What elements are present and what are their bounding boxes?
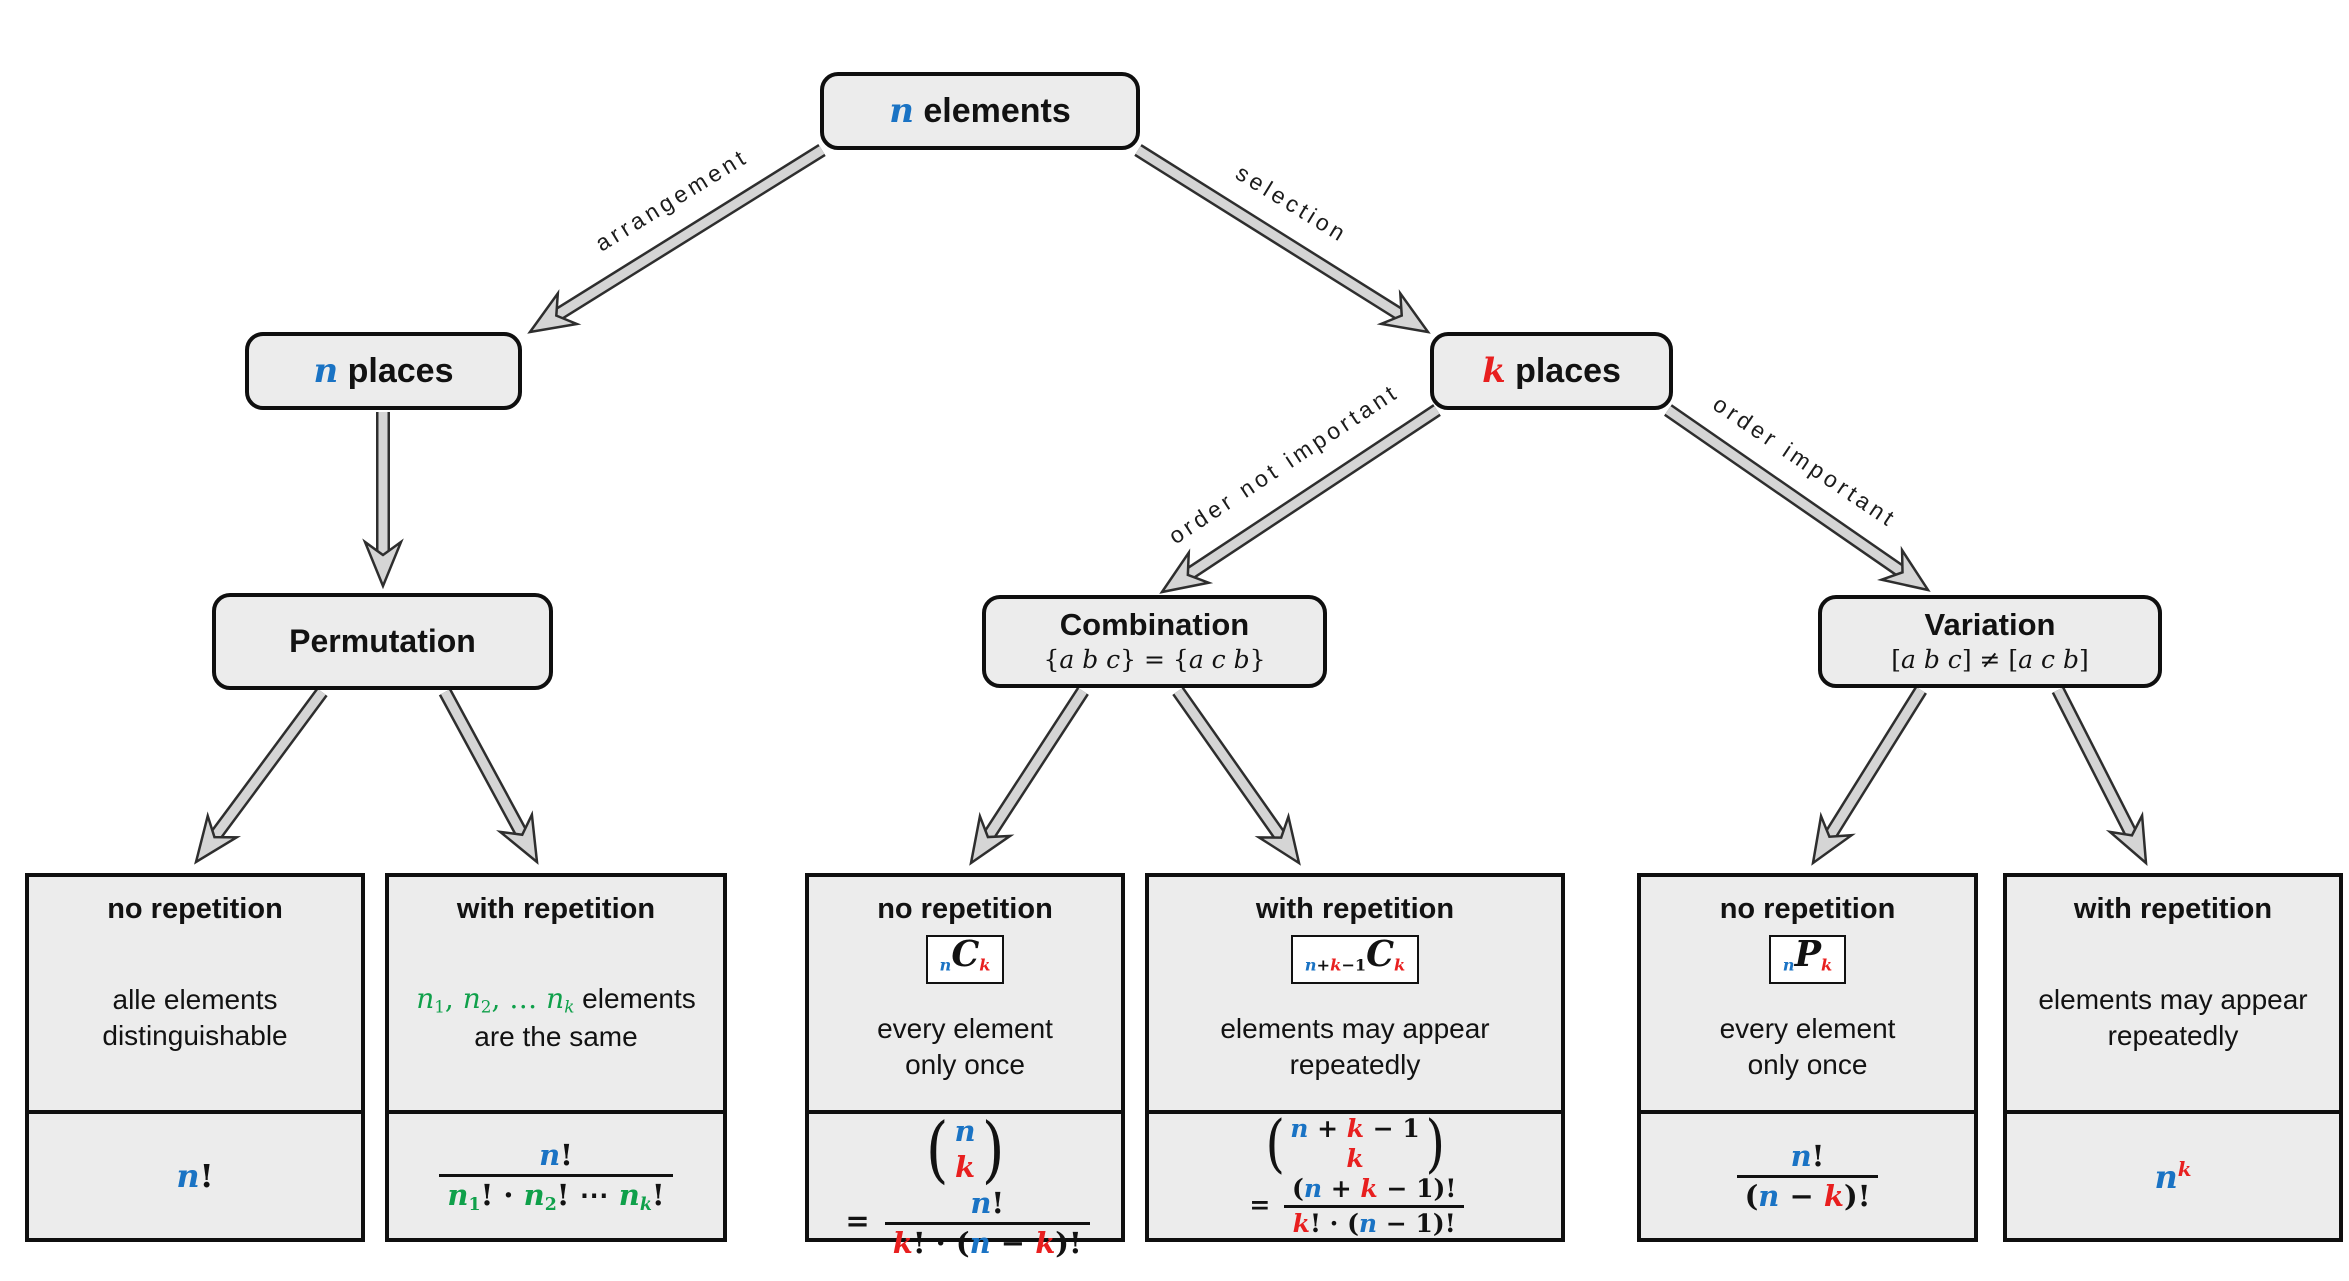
leaf-notation: nCk: [925, 935, 1005, 984]
leaf-formula: n!: [29, 1110, 361, 1238]
node-n-elements-label: n elements: [889, 91, 1071, 131]
node-combination-subtitle: {a b c} = {a c b}: [1043, 644, 1266, 674]
notation-nCk: nCk: [925, 935, 1005, 984]
leaf-formula: n!n1! · n2! ⋯ nk!: [389, 1110, 723, 1238]
leaf-notation: n+k−1Ck: [1290, 935, 1420, 984]
notation-nPk: nPk: [1768, 935, 1847, 984]
leaf-title: with repetition: [1255, 893, 1455, 925]
leaf-title: no repetition: [107, 893, 283, 925]
node-variation-title: Variation: [1924, 607, 2056, 643]
leaf-title: with repetition: [456, 893, 656, 925]
leaf-title: with repetition: [2073, 893, 2273, 925]
node-n-elements: n elements: [820, 72, 1140, 150]
node-variation: Variation [a b c] ≠ [a c b]: [1818, 595, 2162, 688]
notation-n+k-1Ck: n+k−1Ck: [1290, 935, 1420, 984]
leaf-body: with repetition n+k−1Ck elements may app…: [1149, 877, 1561, 1110]
leaf-notation: nPk: [1768, 935, 1847, 984]
leaf-formula: nk: [2007, 1110, 2339, 1238]
node-variation-subtitle: [a b c] ≠ [a c b]: [1891, 644, 2089, 674]
node-permutation-title: Permutation: [289, 622, 476, 659]
node-k-places: k places: [1430, 332, 1673, 410]
leaf-title: no repetition: [877, 893, 1053, 925]
leaf-combination-with-repetition: with repetition n+k−1Ck elements may app…: [1145, 873, 1565, 1242]
leaf-title: no repetition: [1719, 893, 1896, 925]
node-permutation: Permutation: [212, 593, 553, 690]
leaf-formula: n!(n − k)!: [1641, 1110, 1974, 1238]
node-combination-title: Combination: [1059, 607, 1250, 643]
node-n-places-label: n places: [313, 351, 454, 391]
node-n-places: n places: [245, 332, 522, 410]
node-combination: Combination {a b c} = {a c b}: [982, 595, 1327, 688]
node-k-places-label: k places: [1482, 351, 1621, 391]
